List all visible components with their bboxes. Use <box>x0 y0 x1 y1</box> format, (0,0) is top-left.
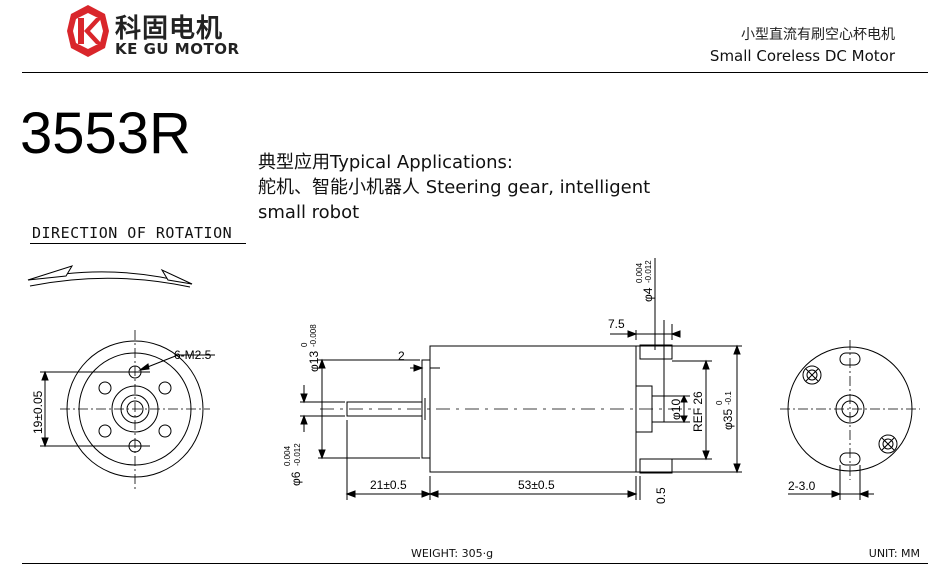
dim-boss-tol-upper: 0 <box>300 342 309 347</box>
dim-rear-boss: φ10 <box>669 399 683 420</box>
model-number: 3553R <box>20 101 191 166</box>
unit-label: UNIT: MM <box>868 547 920 560</box>
brand-name-cn: 科固电机 <box>115 14 224 44</box>
product-type-en: Small Coreless DC Motor <box>709 47 895 65</box>
rotation-label: DIRECTION OF ROTATION <box>32 224 233 242</box>
product-type-cn: 小型直流有刷空心杯电机 <box>741 27 895 43</box>
dim-step: 2 <box>398 349 405 363</box>
dim-rear-slot: 2-3.0 <box>788 479 816 493</box>
header-divider <box>22 72 928 73</box>
dim-body-tol-upper: 0 <box>715 400 724 405</box>
dim-screw-holes: 6-M2.5 <box>174 348 212 362</box>
dim-shaft-length: 21±0.5 <box>370 478 407 492</box>
dim-rear-length: 7.5 <box>608 317 625 331</box>
dim-rear-shaft-dia: φ4 <box>641 287 655 302</box>
dim-offset: 0.5 <box>654 487 668 504</box>
dim-body-length: 53±0.5 <box>518 478 555 492</box>
rotation-underline <box>30 243 246 244</box>
dim-shaft-dia: φ6 <box>289 471 303 486</box>
rear-view <box>787 346 913 500</box>
dim-boss-tol-lower: -0.008 <box>309 324 318 347</box>
applications-line-1: 舵机、智能小机器人 Steering gear, intelligent <box>258 177 651 198</box>
dim-rear-shaft-tol-upper: 0.004 <box>635 262 644 283</box>
dim-shaft-tol-upper: 0.004 <box>283 445 292 466</box>
dim-body-dia: φ35 <box>721 409 735 430</box>
dim-shaft-tol-lower: -0.012 <box>293 443 302 466</box>
dim-boss-dia: φ13 <box>307 351 321 372</box>
applications-block: 典型应用Typical Applications: 舵机、智能小机器人 Stee… <box>258 150 650 225</box>
dim-rear-shaft-tol-lower: -0.012 <box>644 260 653 283</box>
dim-terminal-ref: REF 26 <box>691 391 705 432</box>
front-centerlines <box>60 330 210 490</box>
dim-hole-spacing: 19±0.05 <box>31 390 45 434</box>
applications-title: 典型应用Typical Applications: <box>258 152 513 173</box>
side-view <box>300 258 742 500</box>
dim-body-tol-lower: -0.1 <box>724 391 733 405</box>
weight-label: WEIGHT: 305·g <box>411 547 494 560</box>
kegu-logo-icon <box>67 5 109 57</box>
rotation-arrow-icon <box>27 265 193 288</box>
brand-name-en: KE GU MOTOR <box>115 40 240 58</box>
rear-centerlines <box>780 340 920 480</box>
applications-line-2: small robot <box>258 202 360 223</box>
